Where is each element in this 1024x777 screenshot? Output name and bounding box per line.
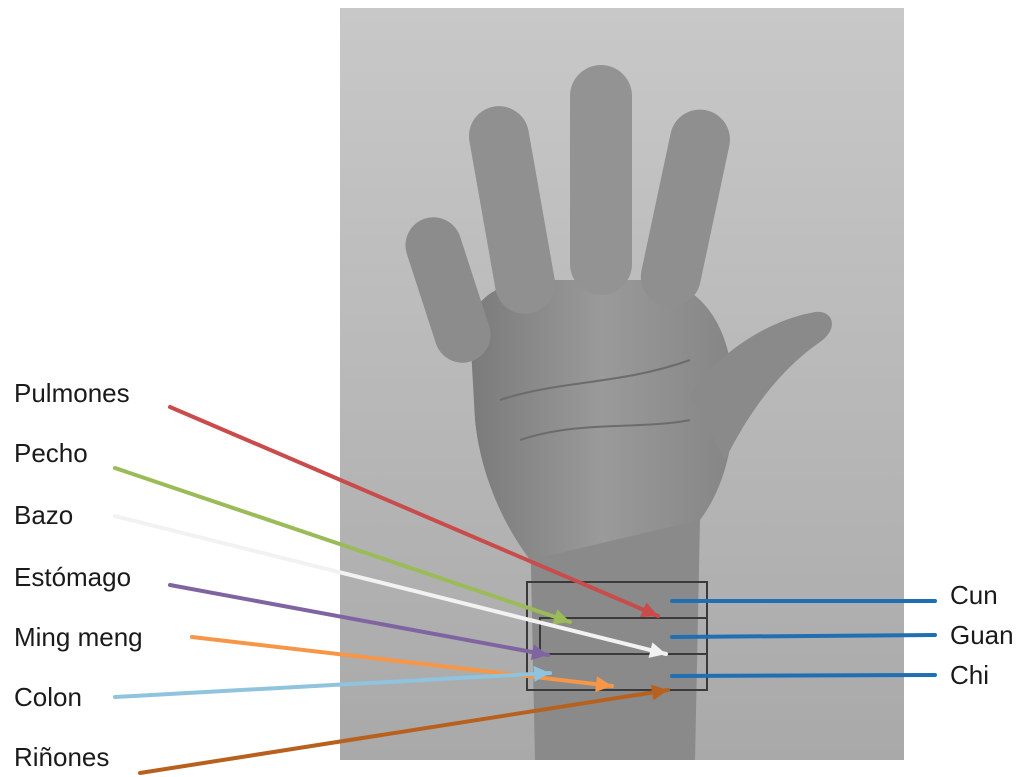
leader-guan [672,635,935,637]
label-cun: Cun [950,580,998,610]
label-pulmones: Pulmones [14,378,130,408]
palm [470,280,734,560]
label-rinones: Riñones [14,742,109,772]
label-bazo: Bazo [14,500,73,530]
label-chi: Chi [950,660,989,690]
finger-middle [570,65,632,295]
label-guan: Guan [950,620,1014,650]
label-colon: Colon [14,682,82,712]
hand-palm-photo [340,8,904,760]
label-pecho: Pecho [14,438,88,468]
leader-chi [672,675,935,676]
label-ming-meng: Ming meng [14,622,143,652]
label-estomago: Estómago [14,562,131,592]
